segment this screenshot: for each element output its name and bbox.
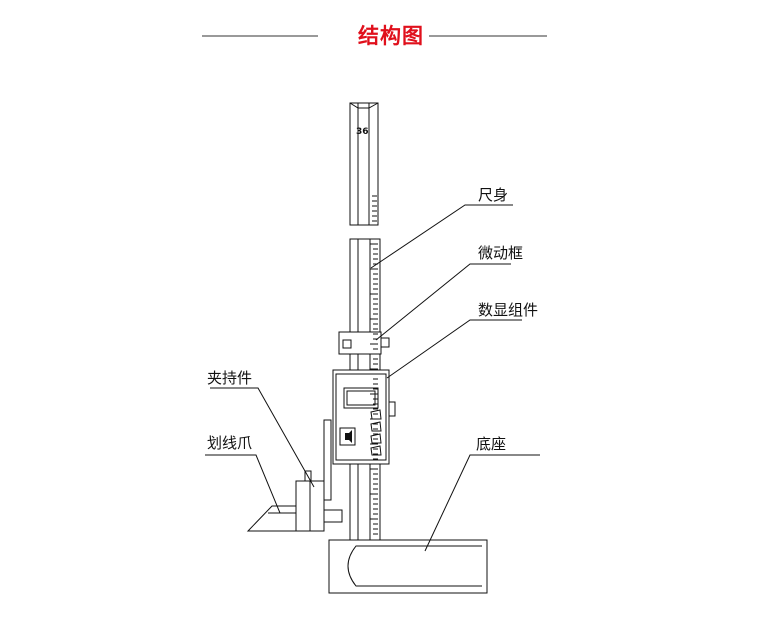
display-button: [370, 445, 382, 456]
speaker-icon: [345, 430, 352, 443]
scribing-claw: [246, 505, 296, 532]
fine-adjust-frame: [338, 331, 390, 355]
label-base: 底座: [476, 435, 507, 453]
diagram-title: 结构图: [358, 24, 424, 48]
leader-fine-adjust: [375, 263, 511, 341]
display-buttons: [370, 409, 382, 456]
scale-mark: 36: [356, 127, 369, 137]
label-fine-adjust-frame: 微动框: [478, 244, 524, 262]
ruler-body-upper: [349, 102, 379, 226]
label-scribing-claw: 划线爪: [207, 434, 253, 452]
leader-base: [424, 454, 540, 552]
leader-ruler-body: [370, 204, 513, 269]
label-clamp: 夹持件: [207, 369, 253, 387]
leader-scribing-claw: [205, 454, 281, 514]
clamp: [295, 419, 343, 532]
leader-digital-display: [386, 319, 522, 379]
leader-lines: [205, 204, 540, 552]
digital-display-unit: [332, 369, 396, 465]
display-button: [370, 421, 382, 432]
display-button: [370, 433, 382, 444]
leader-clamp: [210, 387, 315, 488]
base: [328, 539, 488, 594]
label-digital-display: 数显组件: [478, 301, 539, 319]
display-button: [370, 409, 382, 420]
scale-ticks: [370, 195, 378, 535]
label-ruler-body: 尺身: [478, 186, 509, 204]
